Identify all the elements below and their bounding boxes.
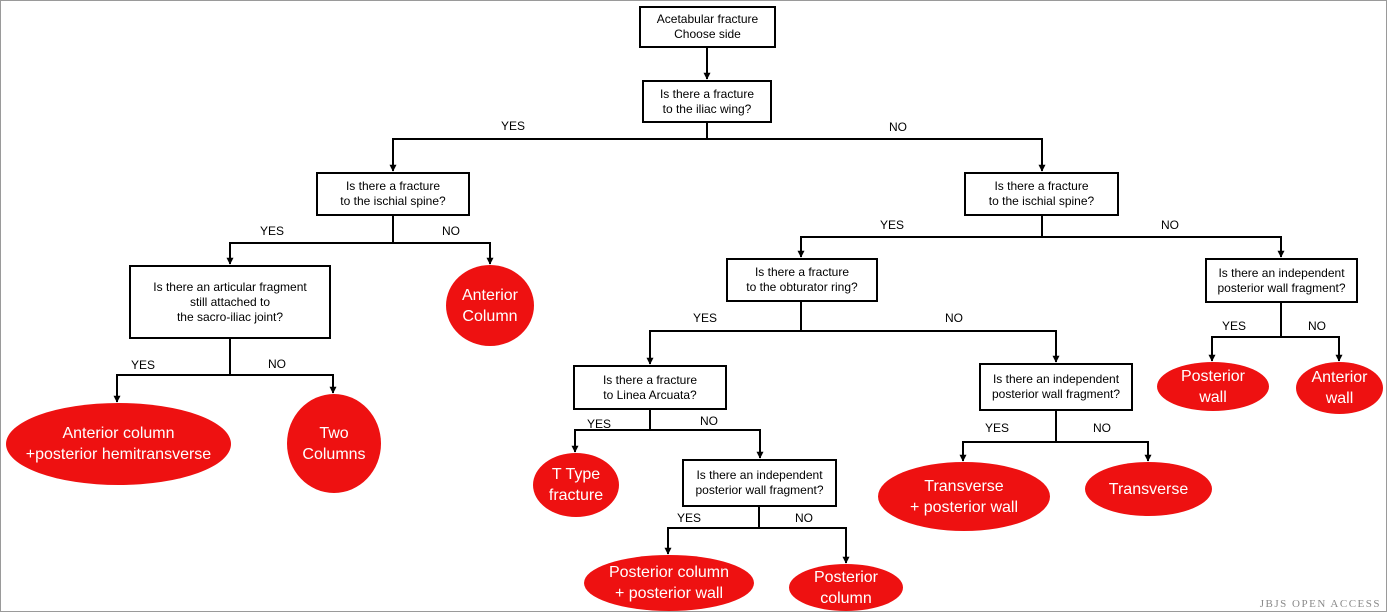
outcome-two-columns: Two Columns [287,394,381,493]
outcome-t-type-fracture: T Type fracture [533,453,619,517]
outcome-posterior-wall: Posterior wall [1157,362,1269,411]
posterior-wall-mid-question-box: Is there an independent posterior wall f… [979,363,1133,411]
connector-pwM-no [1056,441,1152,462]
connector-obtur-yes [646,301,802,365]
label-pwR-yes: YES [1222,319,1247,333]
label-spineR-yes: YES [880,218,905,232]
iliac-wing-question-box: Is there a fracture to the iliac wing? [642,80,772,123]
label-spineL-no: NO [442,224,460,238]
connector-pwM-yes [959,410,1057,462]
posterior-wall-lower-question-box: Is there an independent posterior wall f… [682,459,837,507]
posterior-wall-right-question-box: Is there an independent posterior wall f… [1205,258,1358,303]
label-obtur-no: NO [945,311,963,325]
connector-spineL-no [393,242,494,265]
outcome-anterior-column-posterior-hemitransverse: Anterior column +posterior hemitransvers… [6,403,231,485]
start-box: Acetabular fracture Choose side [639,6,776,48]
label-linea-yes: YES [587,417,612,431]
connector-linea-yes [571,409,651,453]
connector-pwL-no [759,527,850,564]
label-artic-no: NO [268,357,286,371]
connector-spineL-yes [226,215,394,265]
outcome-posterior-column-posterior-wall: Posterior column + posterior wall [584,555,754,611]
articular-fragment-question-box: Is there an articular fragment still att… [129,265,331,339]
label-artic-yes: YES [131,358,156,372]
connector-artic-no [230,374,337,394]
label-pwL-yes: YES [677,511,702,525]
outcome-transverse: Transverse [1085,462,1212,516]
label-iliac-yes: YES [501,119,526,133]
outcome-posterior-column: Posterior column [789,564,903,611]
outcome-anterior-column: Anterior Column [446,265,534,346]
connector-iliac-yes [389,122,708,172]
connector-pwR-yes [1208,302,1282,362]
outcome-anterior-wall: Anterior wall [1296,362,1383,414]
label-linea-no: NO [700,414,718,428]
label-pwL-no: NO [795,511,813,525]
connector-iliac-no [707,138,1046,172]
label-spineR-no: NO [1161,218,1179,232]
connector-spineR-no [1042,236,1285,258]
label-iliac-no: NO [889,120,907,134]
label-obtur-yes: YES [693,311,718,325]
linea-arcuata-question-box: Is there a fracture to Linea Arcuata? [573,365,727,410]
connector-pwL-yes [664,506,760,555]
obturator-ring-question-box: Is there a fracture to the obturator rin… [726,258,878,302]
label-spineL-yes: YES [260,224,285,238]
label-pwR-no: NO [1308,319,1326,333]
label-pwM-no: NO [1093,421,1111,435]
ischial-spine-left-question-box: Is there a fracture to the ischial spine… [316,172,470,216]
connector-obtur-no [801,330,1060,363]
ischial-spine-right-question-box: Is there a fracture to the ischial spine… [964,172,1119,216]
connector-artic-yes [113,338,231,403]
label-pwM-yes: YES [985,421,1010,435]
connector-spineR-yes [797,215,1043,258]
outcome-transverse-posterior-wall: Transverse + posterior wall [878,462,1050,531]
connector-pwR-no [1281,336,1343,362]
journal-watermark: JBJS OPEN ACCESS [1259,598,1381,610]
connector-linea-no [650,429,764,459]
